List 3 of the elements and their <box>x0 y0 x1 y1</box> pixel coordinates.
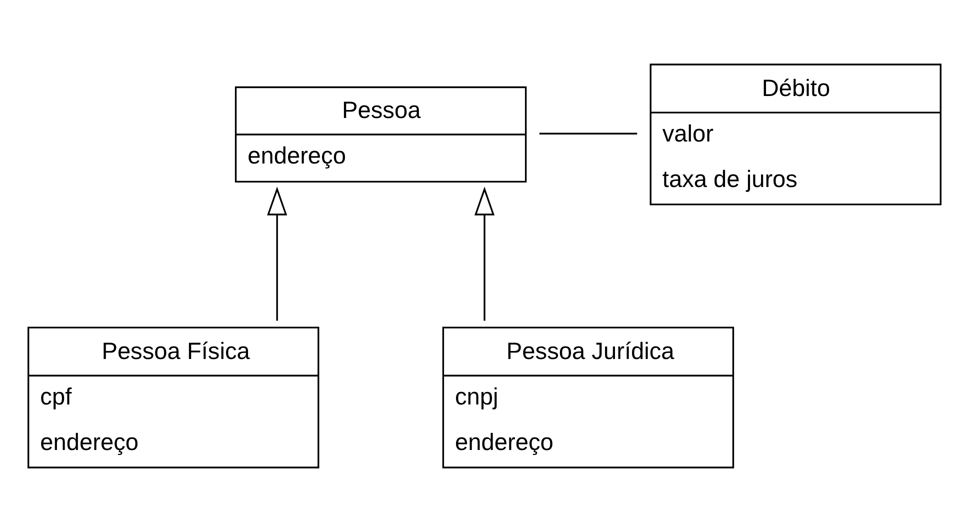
connector <box>539 132 638 134</box>
arrow <box>267 186 288 320</box>
arrow <box>474 186 495 320</box>
